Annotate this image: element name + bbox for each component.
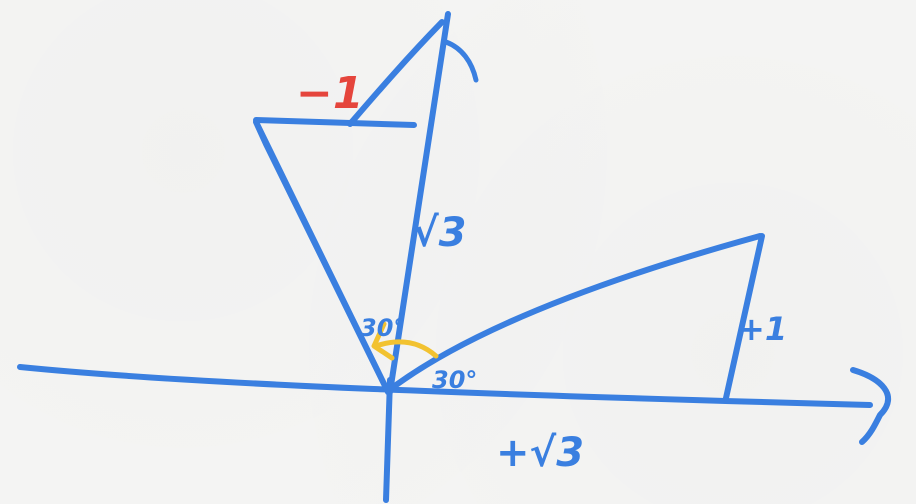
rotation-arrow — [373, 339, 439, 359]
neg-one-label: −1 — [296, 68, 363, 119]
upper-triangle-top-edge — [253, 117, 417, 128]
y-axis — [383, 377, 393, 503]
angle-30-upper-label: 30° — [360, 314, 405, 342]
right-triangle-vertical-leg — [723, 233, 765, 401]
upper-triangle-slant — [347, 19, 445, 127]
right-hypotenuse — [389, 233, 763, 391]
sqrt3-vertical-label: √3 — [412, 210, 467, 256]
plus-one-label: +1 — [738, 310, 787, 348]
x-axis-arrowhead — [850, 367, 892, 445]
left-hypotenuse — [253, 119, 391, 395]
plus-sqrt3-label: +√3 — [496, 430, 584, 476]
x-axis — [17, 364, 873, 408]
angle-30-lower-label: 30° — [432, 366, 477, 394]
rotation-arrowhead — [371, 321, 395, 361]
rotated-vector-arc — [443, 39, 479, 83]
rotated-vector-line — [387, 11, 451, 395]
